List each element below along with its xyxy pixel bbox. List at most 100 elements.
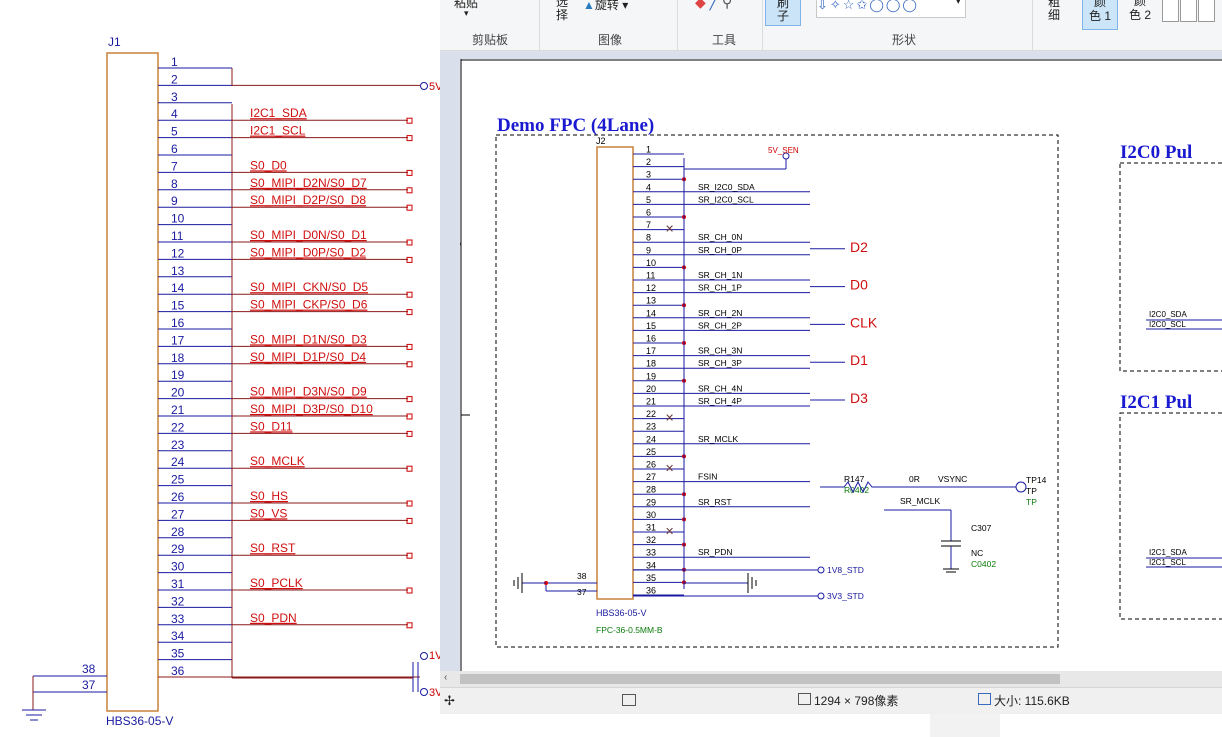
j1-pin-number: 34 (171, 629, 185, 643)
j2-net-label: SR_CH_4N (698, 383, 742, 393)
scroll-thumb[interactable] (460, 674, 1060, 684)
power-1v-port (420, 652, 428, 660)
j2-pin-number: 12 (646, 283, 656, 293)
j1-net-port (406, 622, 413, 629)
j1-pin-number: 11 (171, 229, 184, 243)
j2-pin-number: 30 (646, 510, 656, 520)
j1-net-label: I2C1_SDA (250, 106, 307, 120)
j1-net-port (406, 343, 413, 350)
j1-net-label: S0_MCLK (250, 454, 305, 468)
j2-pin-number: 14 (646, 308, 656, 318)
color-picker-icon[interactable]: ╱ (709, 0, 719, 10)
j2-pin-number: 33 (646, 548, 656, 558)
palette-swatch-1[interactable] (1162, 0, 1179, 22)
scroll-left-icon[interactable]: ‹ (444, 672, 448, 683)
pin38-label: 38 (82, 662, 96, 676)
horizontal-scrollbar[interactable]: ‹ (440, 671, 1222, 687)
j2-pin-number: 16 (646, 334, 656, 344)
j1-pin-number: 24 (171, 455, 185, 469)
j2-net-label: SR_CH_2P (698, 320, 742, 330)
j1-pin-number: 8 (171, 177, 178, 191)
power-3v-port (420, 688, 428, 696)
rotate-button[interactable]: ▲旋转 ▾ (583, 0, 628, 13)
j2-pin-number: 28 (646, 485, 656, 495)
j1-pin-number: 32 (171, 594, 185, 608)
j1-ref: J1 (108, 35, 121, 49)
j1-net-label: S0_MIPI_D1P/S0_D4 (250, 350, 366, 364)
paste-dropdown-icon[interactable]: ▾ (464, 8, 469, 18)
j2-net-label: FSIN (698, 472, 717, 482)
chevron-down-icon: ▾ (618, 0, 629, 12)
rotate-icon: ▲ (583, 0, 595, 12)
i2c1-title: I2C1 Pul (1120, 392, 1192, 413)
paste-button-label[interactable]: 粘贴 (454, 0, 479, 10)
j2-pin-number: 1 (646, 145, 651, 155)
j2-pin-number: 5 (646, 195, 651, 205)
tools-icons[interactable]: ◆ ╱ ⚲ (695, 0, 732, 11)
j1-pin-number: 5 (171, 125, 178, 139)
fpc-title: Demo FPC (4Lane) (497, 115, 654, 136)
j2-part: HBS36-05-V (596, 608, 647, 618)
j2-pin-number: 11 (646, 271, 655, 281)
j1-net-label: S0_MIPI_D2P/S0_D8 (250, 193, 366, 207)
magnifier-icon[interactable]: ⚲ (722, 0, 733, 10)
j1-net-label: S0_MIPI_D0N/S0_D1 (250, 228, 367, 242)
eraser-icon[interactable]: ◆ (695, 0, 706, 10)
fpc-pin38-label: 38 (577, 571, 587, 581)
i2c1-block (1119, 412, 1222, 620)
group-clipboard: 剪贴板 (472, 33, 509, 47)
j1-pin-number: 17 (171, 333, 185, 347)
rotate-label: 旋转 (594, 0, 619, 12)
color1-button[interactable]: 颜 色 1 (1082, 0, 1118, 30)
fpc-pin37-label: 37 (577, 587, 587, 597)
i2c0-scl: I2C0_SCL (1149, 320, 1186, 329)
v18-port (817, 566, 825, 574)
j1-net-label: S0_MIPI_D2N/S0_D7 (250, 176, 367, 190)
palette-swatch-3[interactable] (1198, 0, 1215, 22)
j2-pin-number: 35 (646, 573, 656, 583)
j1-body (106, 52, 159, 712)
j1-net-port (406, 239, 413, 246)
v5-label: 5V_SEN (768, 146, 799, 155)
tp14-value: TP (1026, 497, 1037, 507)
power-1v-label: 1V (429, 650, 440, 662)
fpc-block-border (495, 134, 1059, 648)
j1-net-port (406, 256, 413, 263)
shapes-scroll-icon[interactable]: ▾ (956, 0, 961, 6)
power-5v-port (420, 82, 428, 90)
j2-net-label: SR_CH_0N (698, 232, 742, 242)
palette-swatch-2[interactable] (1180, 0, 1197, 22)
j1-pin-number: 2 (171, 72, 178, 86)
j1-pin-number: 18 (171, 351, 185, 365)
j1-net-label: S0_PDN (250, 611, 297, 625)
j1-net-label: S0_VS (250, 506, 287, 520)
group-tools: 工具 (712, 33, 737, 47)
lane-annotation: D1 (850, 352, 868, 368)
select-button[interactable]: 选 择 (555, 0, 568, 22)
j2-pin-number: 7 (646, 220, 651, 230)
mclk2-label: SR_MCLK (900, 496, 940, 506)
tp14-ref: TP14 (1026, 475, 1047, 485)
color2-button[interactable]: 颜 色 2 (1128, 0, 1151, 22)
brush-button[interactable]: 刷 子 (765, 0, 801, 26)
left-schematic-drawing: J1 HBS36-05-V 12345678910111213141516171… (22, 35, 440, 728)
tp14-type: TP (1026, 486, 1037, 496)
j2-pin-number: 9 (646, 245, 651, 255)
status-bar: ✢ 1294 × 798像素 大小: 115.6KB (440, 687, 1222, 714)
j2-net-label: SR_CH_2N (698, 308, 742, 318)
thickness-button[interactable]: 粗 细 (1047, 0, 1060, 22)
j1-net-port (406, 135, 413, 142)
j2-net-label: SR_CH_1N (698, 270, 742, 280)
c307-value: NC (971, 548, 983, 558)
lane-annotation: D2 (850, 239, 868, 255)
j1-net-label: S0_D11 (250, 419, 293, 433)
j1-net-port (406, 396, 413, 403)
j1-net-port (406, 291, 413, 298)
j2-net-label: SR_CH_0P (698, 245, 742, 255)
i2c0-sda: I2C0_SDA (1149, 310, 1187, 319)
j1-pin-number: 22 (171, 420, 185, 434)
shapes-gallery[interactable]: ⇩✧☆✩◯◯◯ (816, 0, 966, 18)
image-dimensions: 1294 × 798像素 (814, 694, 899, 708)
j2-pin-number: 2 (646, 157, 651, 167)
canvas[interactable]: D C Demo FPC (4Lane) J2 HBS36-05-V FPC-3… (453, 59, 1222, 671)
